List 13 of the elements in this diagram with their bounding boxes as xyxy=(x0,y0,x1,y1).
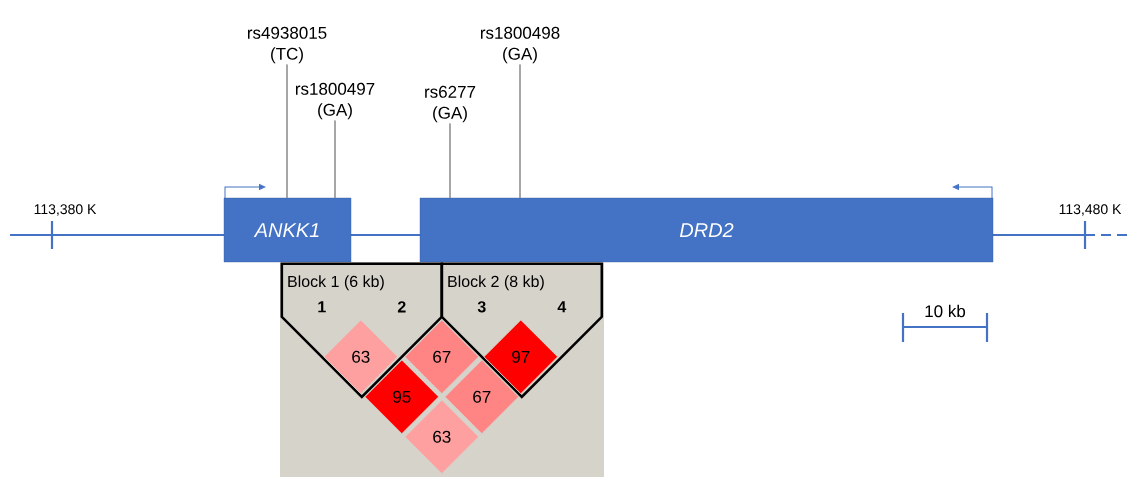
snp-label: rs6277 (GA) xyxy=(425,85,476,123)
snp-label: rs4938015 (TC) xyxy=(247,26,327,64)
coordinate-label: 113,380 K xyxy=(34,204,97,216)
gene-box: DRD2 xyxy=(419,197,994,263)
leader-line xyxy=(286,64,288,199)
leader-line xyxy=(334,120,336,199)
snp-label: rs1800498 (GA) xyxy=(480,26,560,64)
leader-line xyxy=(449,123,451,199)
gene-box: ANKK1 xyxy=(223,197,352,263)
leader-line xyxy=(519,64,521,199)
scale-label: 10 kb xyxy=(925,304,966,318)
snp-label: rs1800497 (GA) xyxy=(295,82,375,120)
coordinate-label: 113,480 K xyxy=(1059,204,1122,216)
